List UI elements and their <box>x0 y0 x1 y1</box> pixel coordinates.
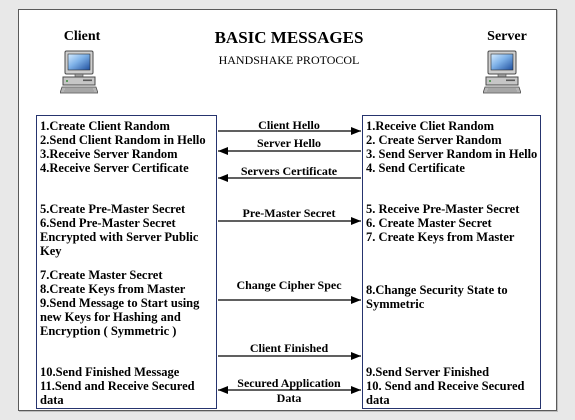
servers-certificate-label: Servers Certificate <box>240 164 338 178</box>
client-step-line: new Keys for Hashing and <box>40 310 181 324</box>
server-step-line: data <box>366 393 390 407</box>
client-step-line: 5.Create Pre-Master Secret <box>40 202 186 216</box>
diagram-frame <box>18 9 557 411</box>
client-hello-label: Client Hello <box>258 118 320 132</box>
client-step-line: data <box>40 393 64 407</box>
server-heading: Server <box>487 29 527 44</box>
server-step-line: 1.Receive Cliet Random <box>366 119 495 133</box>
client-step-line: 8.Create Keys from Master <box>40 282 186 296</box>
client-step-line: 1.Create Client Random <box>40 119 170 133</box>
secured-application-label: Secured Application <box>237 376 341 390</box>
client-step-line: 4.Receive Server Certificate <box>40 161 189 175</box>
server-steps-box <box>362 115 541 409</box>
client-step-line: 7.Create Master Secret <box>40 268 163 282</box>
server-step-line: Symmetric <box>366 297 425 311</box>
client-step-line: Encryption ( Symmetric ) <box>40 324 177 338</box>
server-step-group: 9.Send Server Finished 10. Send and Rece… <box>366 365 524 407</box>
client-step-line: 11.Send and Receive Secured <box>40 379 195 393</box>
client-steps-box <box>36 115 217 409</box>
change-cipher-spec-label: Change Cipher Spec <box>236 278 342 292</box>
server-step-line: 7. Create Keys from Master <box>366 230 515 244</box>
client-step-group: 5.Create Pre-Master Secret 6.Send Pre-Ma… <box>40 202 198 258</box>
client-computer-icon <box>60 50 98 94</box>
client-step-line: Encrypted with Server Public <box>40 230 199 244</box>
client-step-line: 3.Receive Server Random <box>40 147 178 161</box>
pre-master-secret-label: Pre-Master Secret <box>242 206 336 220</box>
client-step-group: 1.Create Client Random 2.Send Client Ran… <box>40 119 206 175</box>
server-step-line: 2. Create Server Random <box>366 133 502 147</box>
client-step-group: 10.Send Finished Message 11.Send and Rec… <box>40 365 195 407</box>
server-step-line: 4. Send Certificate <box>366 161 465 175</box>
server-step-group: 8.Change Security State to Symmetric <box>366 283 508 311</box>
server-step-line: 5. Receive Pre-Master Secret <box>366 202 520 216</box>
client-heading: Client <box>63 29 101 44</box>
server-step-line: 3. Send Server Random in Hello <box>366 147 538 161</box>
diagram-title: BASIC MESSAGES <box>214 28 364 47</box>
server-hello-label: Server Hello <box>256 136 322 150</box>
client-step-line: 9.Send Message to Start using <box>40 296 200 310</box>
client-step-group: 7.Create Master Secret 8.Create Keys fro… <box>40 268 199 338</box>
server-step-line: 8.Change Security State to <box>366 283 508 297</box>
client-finished-label: Client Finished <box>249 341 329 355</box>
client-step-line: 6.Send Pre-Master Secret <box>40 216 176 230</box>
secured-data-label: Data <box>276 391 302 405</box>
client-step-line: Key <box>40 244 62 258</box>
server-step-line: 9.Send Server Finished <box>366 365 490 379</box>
server-computer-icon <box>483 50 521 94</box>
client-step-line: 10.Send Finished Message <box>40 365 180 379</box>
server-step-group: 1.Receive Cliet Random 2. Create Server … <box>366 119 537 175</box>
client-step-line: 2.Send Client Random in Hello <box>40 133 206 147</box>
server-step-line: 6. Create Master Secret <box>366 216 492 230</box>
diagram-subtitle: HANDSHAKE PROTOCOL <box>218 53 360 67</box>
server-step-line: 10. Send and Receive Secured <box>366 379 525 393</box>
server-step-group: 5. Receive Pre-Master Secret 6. Create M… <box>366 202 519 244</box>
